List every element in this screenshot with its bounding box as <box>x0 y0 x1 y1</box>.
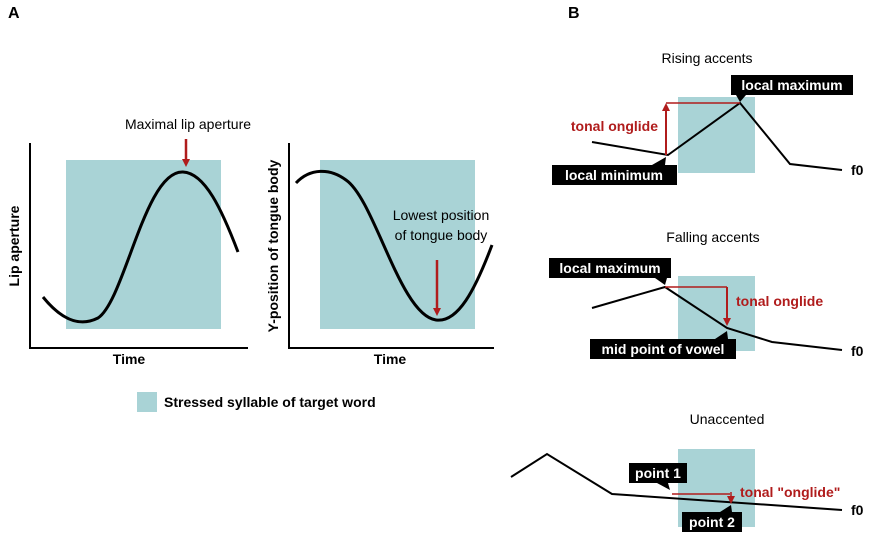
falling-mid-point-label: mid point of vowel <box>602 341 725 357</box>
tongue-body-curve <box>294 169 494 322</box>
stressed-syllable-box <box>678 97 755 173</box>
callout-box <box>552 165 677 185</box>
callout-box <box>731 75 853 95</box>
panel-a-label: A <box>8 5 20 22</box>
rising-accents-diagram: Rising accents tonal onglide local maxim… <box>552 50 864 185</box>
callout-pointer <box>652 157 666 165</box>
tongue-body-ylabel: Y-position of tongue body <box>265 159 281 332</box>
rising-onglide-label: tonal onglide <box>571 118 658 134</box>
lip-aperture-plot: Maximal lip aperture Lip aperture Time <box>6 116 251 367</box>
rising-local-minimum-label: local minimum <box>565 167 663 183</box>
callout-pointer <box>655 278 667 285</box>
max-aperture-annotation: Maximal lip aperture <box>125 116 251 132</box>
lip-aperture-curve <box>41 170 240 324</box>
callout-pointer <box>657 483 670 490</box>
local-maximum-callout: local maximum <box>549 258 671 285</box>
unaccented-point2-label: point 2 <box>689 514 735 530</box>
falling-f0-label: f0 <box>851 343 864 359</box>
mid-point-callout: mid point of vowel <box>590 331 736 359</box>
legend: Stressed syllable of target word <box>137 392 376 412</box>
callout-pointer <box>736 95 746 102</box>
panel-b-label: B <box>568 5 580 22</box>
f0-contour <box>591 285 843 351</box>
callout-box <box>549 258 671 278</box>
left-time-xlabel: Time <box>113 351 146 367</box>
falling-onglide-label: tonal onglide <box>736 293 823 309</box>
callout-pointer <box>720 505 732 512</box>
local-minimum-callout: local minimum <box>552 157 677 185</box>
unaccented-f0-label: f0 <box>851 502 864 518</box>
legend-swatch <box>137 392 157 412</box>
lowest-position-annotation-line1: Lowest position <box>393 207 490 223</box>
callout-box <box>629 463 687 483</box>
falling-title: Falling accents <box>666 229 759 245</box>
unaccented-point1-label: point 1 <box>635 465 681 481</box>
rising-title: Rising accents <box>661 50 752 66</box>
rising-local-maximum-label: local maximum <box>741 77 842 93</box>
legend-label: Stressed syllable of target word <box>164 394 376 410</box>
unaccented-diagram: Unaccented tonal "onglide" point 1 point… <box>510 411 864 532</box>
falling-local-maximum-label: local maximum <box>559 260 660 276</box>
lowest-position-annotation-line2: of tongue body <box>395 227 488 243</box>
rising-f0-label: f0 <box>851 162 864 178</box>
point2-callout: point 2 <box>682 505 742 532</box>
unaccented-title: Unaccented <box>690 411 765 427</box>
right-time-xlabel: Time <box>374 351 407 367</box>
callout-box <box>590 339 736 359</box>
falling-accents-diagram: Falling accents tonal onglide local maxi… <box>549 229 864 359</box>
lip-aperture-ylabel: Lip aperture <box>6 205 22 286</box>
unaccented-onglide-label: tonal "onglide" <box>740 484 840 500</box>
callout-pointer <box>715 331 728 339</box>
stressed-syllable-box <box>66 160 221 329</box>
point1-callout: point 1 <box>629 463 687 490</box>
stressed-syllable-box <box>320 160 475 329</box>
tongue-body-plot: Lowest position of tongue body Y-positio… <box>265 143 494 367</box>
local-maximum-callout: local maximum <box>731 75 853 102</box>
callout-box <box>682 512 742 532</box>
